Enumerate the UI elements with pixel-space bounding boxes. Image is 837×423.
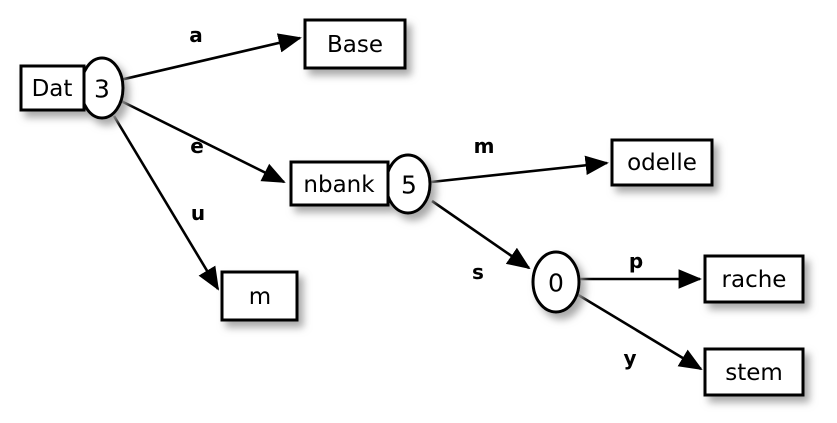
edge-line bbox=[430, 155, 609, 184]
edge-label-s: s bbox=[472, 260, 484, 284]
node-label-dat: Dat bbox=[32, 76, 73, 102]
edge-line bbox=[119, 33, 302, 82]
edge-line bbox=[120, 99, 286, 184]
node-label-nbank: nbank bbox=[303, 172, 375, 198]
node-m[interactable]: m bbox=[220, 270, 299, 322]
node-odelle[interactable]: odelle bbox=[610, 138, 714, 187]
edge-label-e: e bbox=[190, 134, 204, 158]
node-label-stem: stem bbox=[725, 360, 783, 386]
node-box-stem[interactable] bbox=[703, 347, 805, 397]
node-label-base: Base bbox=[327, 32, 383, 58]
edge-label-a: a bbox=[189, 23, 203, 47]
node-label-5: 5 bbox=[401, 171, 417, 200]
node-box-odelle[interactable] bbox=[610, 138, 714, 187]
edge-label-m: m bbox=[474, 134, 495, 158]
node-ellipse-0[interactable] bbox=[531, 250, 581, 314]
edge-line bbox=[431, 199, 531, 270]
node-label-m: m bbox=[249, 284, 271, 310]
node-nbank-5[interactable]: nbank 5 bbox=[289, 153, 432, 215]
node-label-odelle: odelle bbox=[627, 150, 697, 176]
node-stem[interactable]: stem bbox=[703, 347, 805, 397]
edge-label-p: p bbox=[629, 249, 643, 273]
edge-n5-odelle: m bbox=[430, 134, 609, 184]
node-box-nbank[interactable] bbox=[289, 160, 390, 207]
edge-n3-n5: e bbox=[120, 99, 286, 184]
node-label-0: 0 bbox=[548, 269, 564, 298]
node-0[interactable]: 0 bbox=[531, 250, 581, 314]
edges-layer: a e u m s bbox=[112, 23, 703, 371]
edge-label-y: y bbox=[623, 346, 636, 370]
nodes-layer: Dat 3 Base nbank 5 m bbox=[19, 18, 805, 397]
edge-line bbox=[574, 291, 703, 371]
edge-n3-base: a bbox=[119, 23, 302, 82]
edge-n0-rache: p bbox=[578, 249, 702, 289]
node-box-rache[interactable] bbox=[703, 254, 805, 304]
node-box-base[interactable] bbox=[303, 18, 407, 70]
node-rache[interactable]: rache bbox=[703, 254, 805, 304]
node-box-m[interactable] bbox=[220, 270, 299, 322]
edge-n5-n0: s bbox=[431, 199, 531, 284]
edge-line bbox=[112, 115, 220, 291]
node-label-3: 3 bbox=[94, 75, 110, 104]
edge-n3-m: u bbox=[112, 115, 220, 291]
node-dat-3[interactable]: Dat 3 bbox=[19, 56, 125, 120]
edge-n0-stem: y bbox=[574, 291, 703, 371]
node-label-rache: rache bbox=[722, 267, 787, 293]
node-box-dat[interactable] bbox=[19, 64, 86, 112]
node-base[interactable]: Base bbox=[303, 18, 407, 70]
edge-label-u: u bbox=[191, 201, 205, 225]
